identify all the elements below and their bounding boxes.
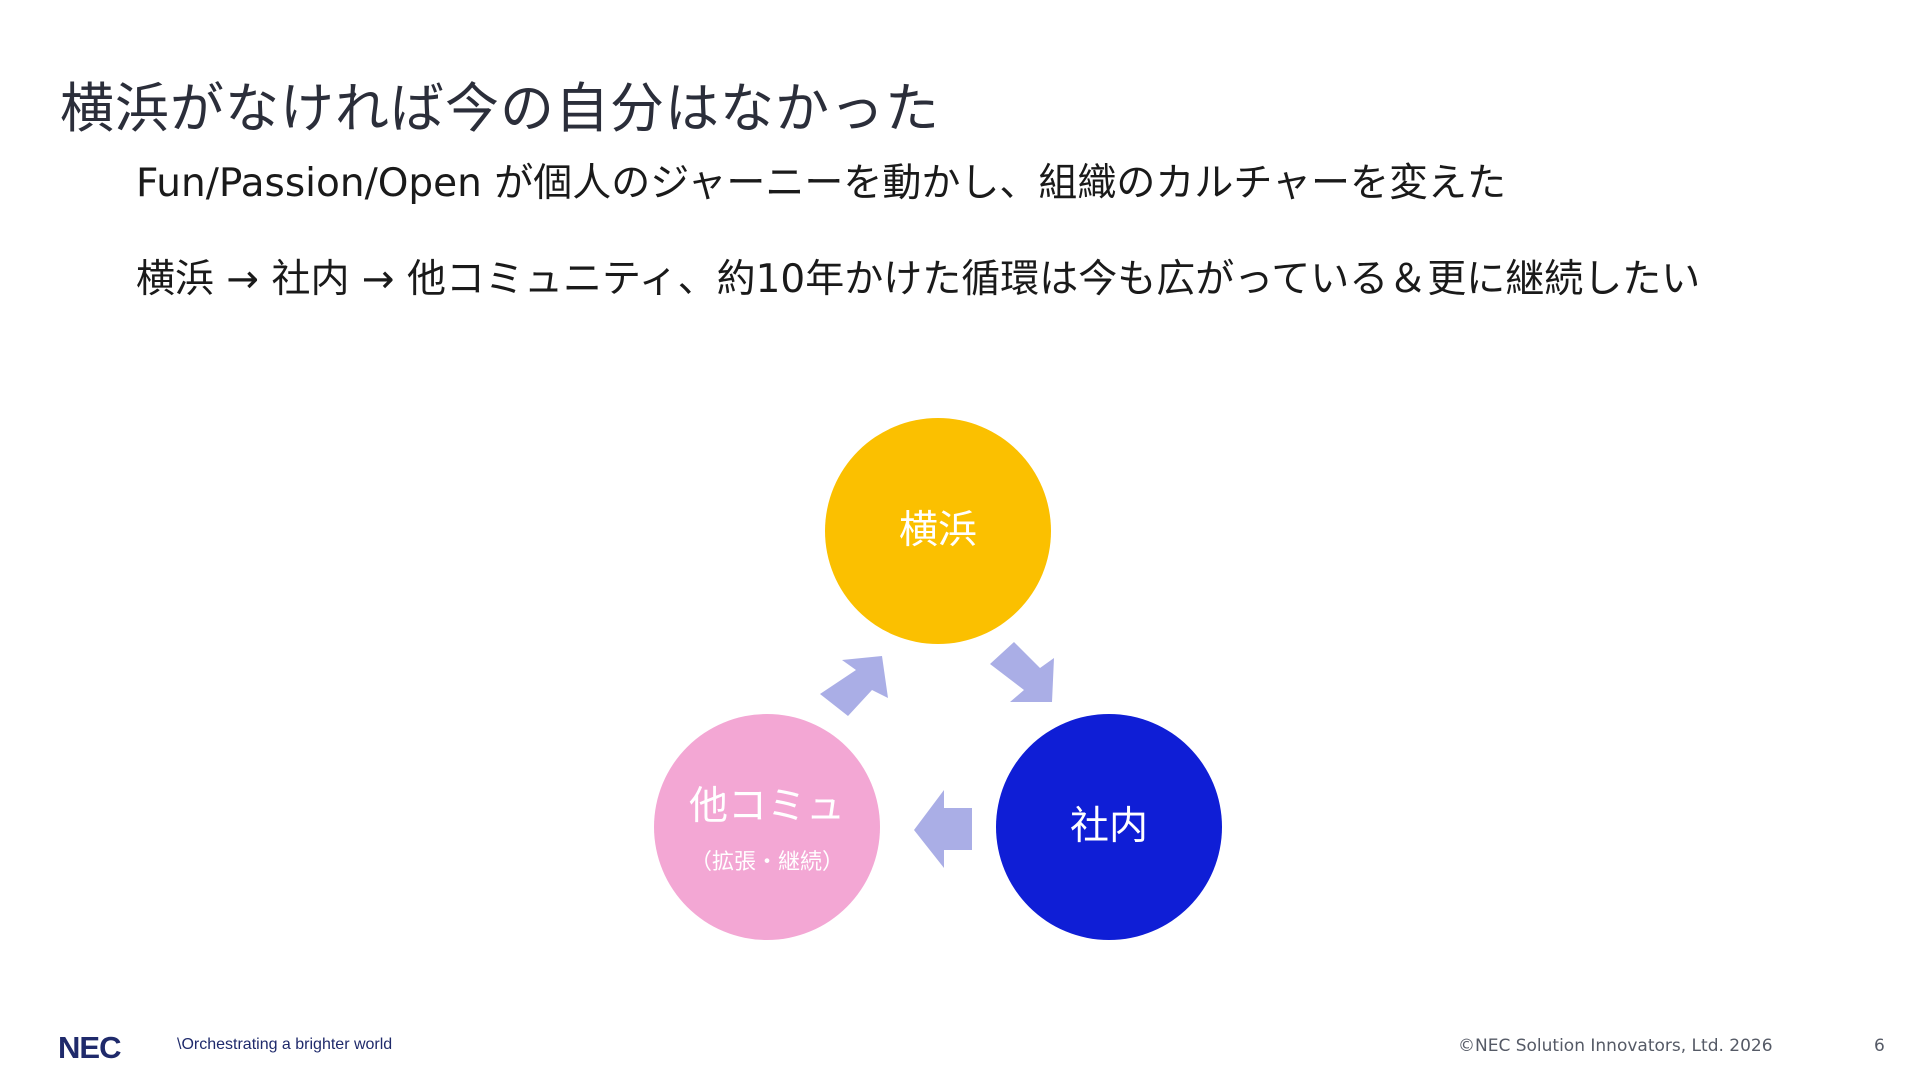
copyright-notice: ©NEC Solution Innovators, Ltd. 2026 [1458, 1036, 1773, 1056]
page-number: 6 [1874, 1036, 1885, 1056]
node-yokohama: 横浜 [825, 418, 1051, 644]
node-shanai-label: 社内 [1069, 803, 1148, 849]
message-line-2: 横浜 → 社内 → 他コミュニティ、約10年かけた循環は今も広がっている＆更に継… [136, 257, 1701, 302]
node-other-label: 他コミュ [688, 783, 845, 829]
nec-logo: NEC [58, 1030, 121, 1065]
node-other-community: 他コミュ （拡張・継続） [654, 714, 880, 940]
node-shanai: 社内 [996, 714, 1222, 940]
arrow-other-to-yokohama [820, 656, 888, 716]
slide-title: 横浜がなければ今の自分はなかった [60, 77, 940, 140]
arrow-shanai-to-other [914, 790, 972, 868]
node-other-sublabel: （拡張・継続） [689, 850, 844, 876]
message-line-1: Fun/Passion/Open が個人のジャーニーを動かし、組織のカルチャーを… [136, 161, 1506, 206]
node-yokohama-label: 横浜 [898, 507, 977, 553]
footer-tagline: \Orchestrating a brighter world [177, 1036, 393, 1053]
arrow-yokohama-to-shanai [990, 642, 1054, 702]
